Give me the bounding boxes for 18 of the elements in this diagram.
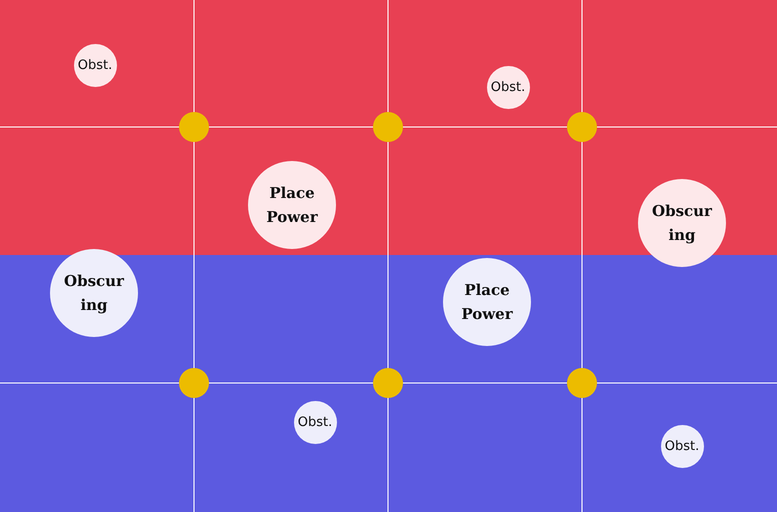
zone-label: Obscur ing [651, 201, 713, 246]
obstacle-circle [660, 424, 704, 468]
marker-dot [179, 112, 209, 142]
obstacle-circle [486, 66, 530, 108]
marker-dot [373, 112, 403, 142]
obstacle-label: Obst. [298, 414, 332, 430]
obstacle-label: Obst. [78, 58, 112, 72]
marker-dot [567, 368, 597, 398]
zone-label: Place Power [265, 183, 319, 228]
obstacle-label: Obst. [490, 80, 526, 94]
marker-dot [373, 368, 403, 398]
zone-label: Obscur ing [63, 271, 125, 316]
obstacle-circle [74, 44, 116, 86]
marker-dot [567, 112, 597, 142]
obstacle-label: Obst. [664, 438, 700, 454]
zone-label: Place Power [460, 280, 514, 325]
marker-dot [179, 368, 209, 398]
obstacle-circle [294, 400, 336, 444]
